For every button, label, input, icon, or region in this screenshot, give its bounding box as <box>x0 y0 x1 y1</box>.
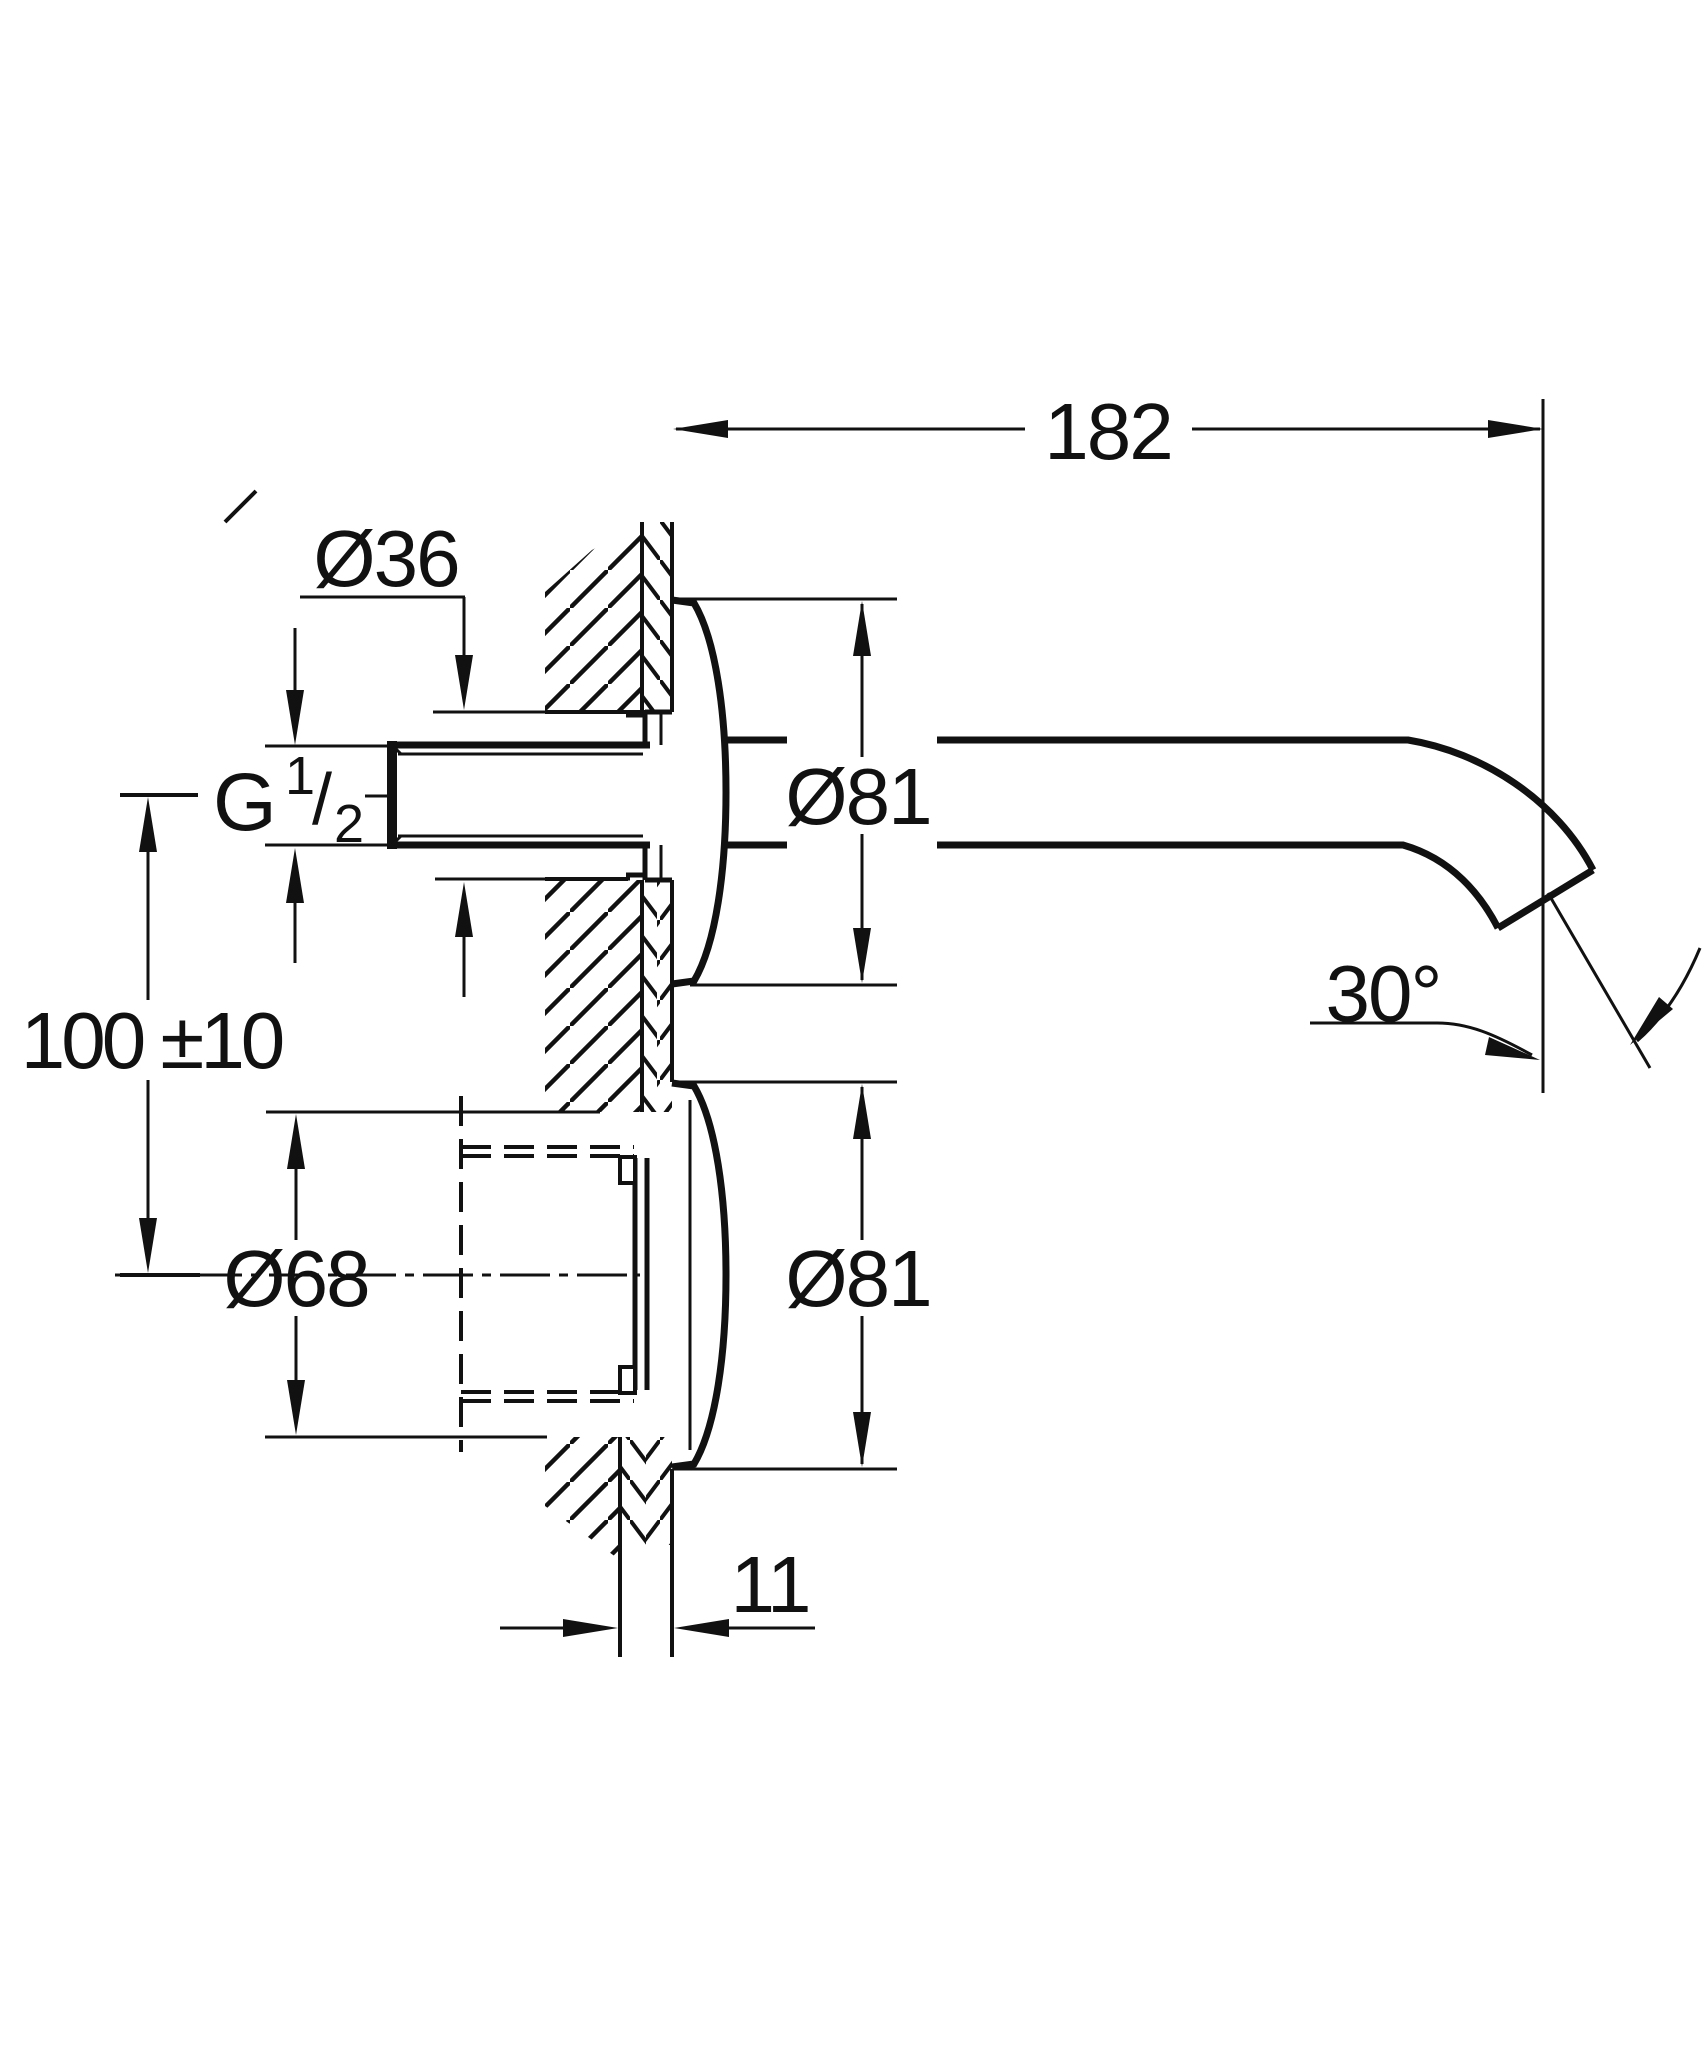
dim-68: Ø68 <box>223 1110 600 1439</box>
dim-100: 100 ±10 <box>21 793 287 1277</box>
dim-68-label: Ø68 <box>223 1234 368 1323</box>
stream-direction-line <box>1546 892 1652 1069</box>
dim-36-label: Ø36 <box>313 514 458 603</box>
wall-sleeve <box>626 709 672 883</box>
spout-outline <box>726 736 1597 931</box>
dim-100-label: 100 ±10 <box>21 996 283 1085</box>
masonry-break-tick <box>223 489 258 524</box>
threaded-pipe <box>387 741 650 849</box>
finish-band-lower-right <box>646 1437 672 1545</box>
dim-30-label: 30° <box>1326 949 1441 1038</box>
spout-outlet-cut-edge <box>1496 867 1595 931</box>
masonry-hatch-middle <box>545 880 642 1112</box>
upper-escutcheon-dome <box>671 596 730 988</box>
dim-30-angle: 30° <box>1310 892 1702 1069</box>
finish-band-mid-right <box>657 880 672 1112</box>
thread-label-denominator: 2 <box>334 794 364 854</box>
dim-11: 11 <box>500 1469 815 1657</box>
dim-thread-g12: G 1 / 2 <box>213 628 392 963</box>
thread-label-numerator: 1 <box>285 746 315 806</box>
angle-arc <box>1636 947 1702 1043</box>
dim-182: 182 <box>673 387 1545 1093</box>
wall-hole-edges <box>545 710 645 881</box>
finish-band-upper <box>642 522 672 712</box>
dim-81-upper: Ø81 <box>677 597 933 987</box>
dim-81-lower-label: Ø81 <box>785 1234 930 1323</box>
dim-81-lower: Ø81 <box>673 1080 933 1471</box>
finish-band-mid-left <box>642 880 657 1112</box>
finish-band-lines <box>618 522 644 1657</box>
finish-band-lower-left <box>620 1437 646 1545</box>
valve-front-flange <box>618 1155 650 1395</box>
masonry-hatch-lower <box>545 1437 620 1560</box>
thread-label-slash: / <box>312 760 332 840</box>
masonry-hatch-upper <box>545 522 642 712</box>
dim-182-label: 182 <box>1044 387 1171 476</box>
dim-11-label: 11 <box>730 1540 809 1629</box>
dim-81-upper-label: Ø81 <box>785 752 930 841</box>
thread-label-g: G <box>213 757 277 848</box>
dim-36: Ø36 <box>300 514 645 997</box>
lower-escutcheon-dome <box>671 1079 730 1471</box>
wall-section <box>223 489 674 1657</box>
centerlines <box>115 794 640 1277</box>
